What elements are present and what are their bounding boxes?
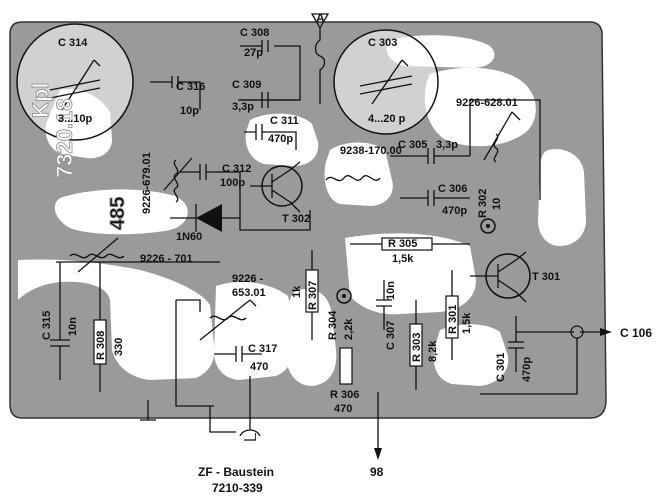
r302-label: R 302 xyxy=(477,189,489,218)
c303-label: C 303 xyxy=(368,37,397,49)
c301-value-label: 470p xyxy=(521,357,533,382)
c317-value-label: 470 xyxy=(250,361,268,373)
c308-label: C 308 xyxy=(240,27,269,39)
c312-label: C 312 xyxy=(222,163,251,175)
zf-module-label: ZF - Baustein xyxy=(198,465,274,479)
c317-label: C 317 xyxy=(248,343,277,355)
coil-170-label: 9238-170.00 xyxy=(340,145,402,157)
c106-label: C 106 xyxy=(620,326,652,340)
c308-value-label: 27p xyxy=(244,47,263,59)
c314-label: C 314 xyxy=(58,37,88,49)
c306-value-label: 470p xyxy=(442,205,467,217)
r302-value-label: 10 xyxy=(491,198,503,210)
pcb-kpl-text: Kpl xyxy=(28,83,53,118)
c306-label: C 306 xyxy=(438,183,467,195)
coil-653-label-b: 653.01 xyxy=(232,287,266,299)
pin-marker-label: I xyxy=(254,432,257,443)
c316-label: C 316 xyxy=(176,81,205,93)
r307-value-label: 1k xyxy=(291,285,303,298)
t301-label: T 301 xyxy=(532,271,560,283)
c314-trimmer xyxy=(16,23,134,141)
c305-value-label: 3,3p xyxy=(436,139,458,151)
c307-value-label: 10n xyxy=(385,281,397,300)
r308-value-label: 330 xyxy=(113,338,125,356)
r303-label: R 303 xyxy=(411,333,423,362)
r306-label: R 306 xyxy=(330,389,359,401)
pcb-number-text: 7320.18 xyxy=(52,98,77,178)
c305-label: C 305 xyxy=(398,139,427,151)
c311-value-label: 470p xyxy=(268,133,293,145)
r307-label: R 307 xyxy=(307,281,319,310)
coil-653-label-a: 9226 - xyxy=(232,273,264,285)
pin-98-label: 98 xyxy=(370,465,384,479)
c315-value-label: 10n xyxy=(67,317,79,336)
c309-value-label: 3,3p xyxy=(232,101,254,113)
c309-label: C 309 xyxy=(232,79,261,91)
diode-label: 1N60 xyxy=(176,231,202,243)
c316-value-label: 10p xyxy=(180,105,199,117)
coil-679-label: 9226-679.01 xyxy=(141,152,153,214)
r301-label: R 301 xyxy=(447,305,459,334)
r305-label: R 305 xyxy=(388,238,417,250)
component-labels: A C 314 3...10p C 316 10p C 308 27p C 30… xyxy=(41,11,652,495)
pcb-485-text: 485 xyxy=(107,197,129,230)
r305-value-label: 1,5k xyxy=(392,253,414,265)
zf-module-number-label: 7210-339 xyxy=(212,481,263,495)
r304-label: R 304 xyxy=(327,310,339,340)
c312-value-label: 100p xyxy=(220,177,245,189)
c307-label: C 307 xyxy=(385,321,397,350)
c303-range-label: 4...20 p xyxy=(368,113,406,125)
r301-value-label: 1,5k xyxy=(461,312,473,334)
test-point-label: A xyxy=(316,11,325,25)
t302-label: T 302 xyxy=(282,213,310,225)
r304-value-label: 2,2k xyxy=(343,318,355,340)
pcb-silkscreen: Kpl 7320.18 485 xyxy=(28,82,130,230)
c314-range-label: 3...10p xyxy=(58,113,93,125)
coil-628-label: 9226-628.01 xyxy=(456,97,518,109)
pcb-isolation-channels xyxy=(18,35,586,386)
r306-value-label: 470 xyxy=(334,403,352,415)
c303-trimmer xyxy=(333,29,439,135)
c301-label: C 301 xyxy=(495,353,507,382)
wiring xyxy=(50,13,612,460)
c311-label: C 311 xyxy=(270,115,299,127)
c315-label: C 315 xyxy=(41,311,53,340)
r308-label: R 308 xyxy=(95,331,107,360)
r303-value-label: 8,2k xyxy=(427,340,439,362)
coil-701-label: 9226 - 701 xyxy=(140,253,193,265)
